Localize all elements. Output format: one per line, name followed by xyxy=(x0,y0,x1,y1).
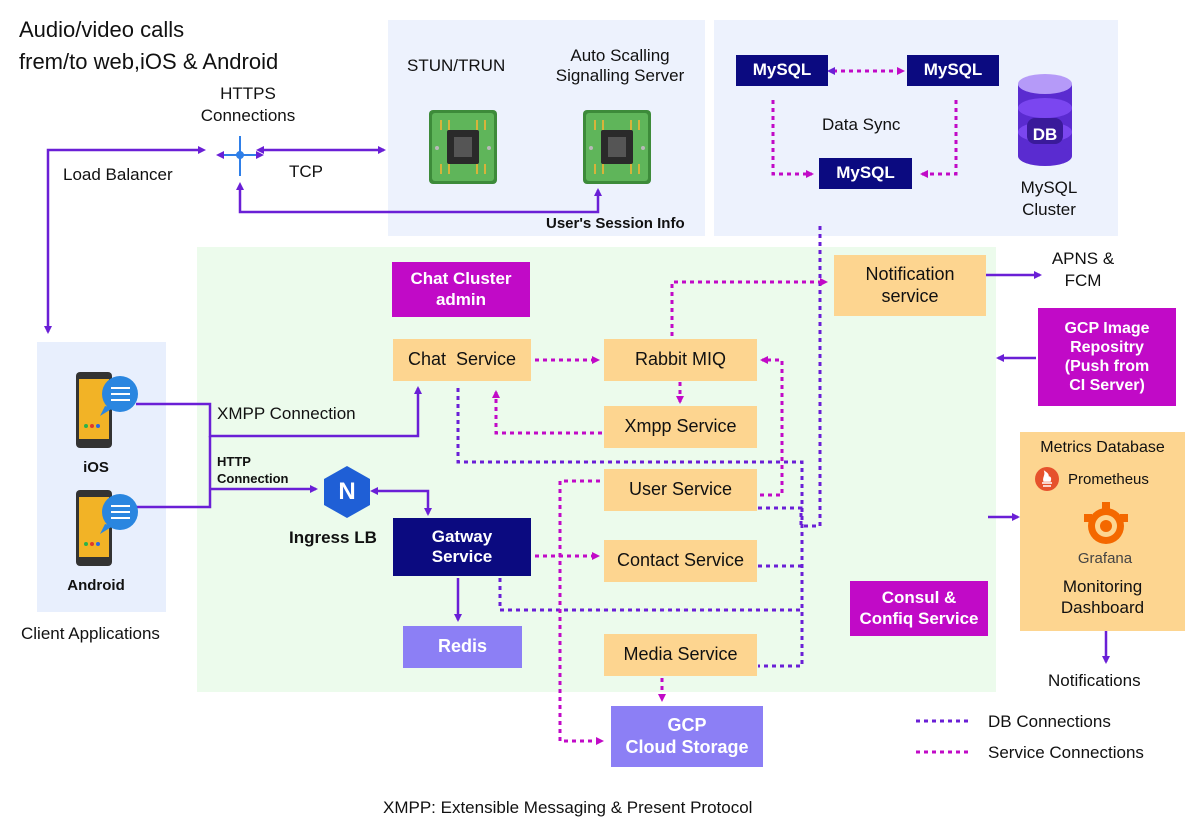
contact-service: Contact Service xyxy=(604,540,757,582)
redis-store: Redis xyxy=(403,626,522,668)
diagram-title-line1: Audio/video calls xyxy=(19,17,185,42)
android-phone-icon xyxy=(76,490,138,566)
ingress-lb-label: Ingress LB xyxy=(289,528,377,547)
apns-fcm-label: APNS & FCM xyxy=(1051,249,1115,291)
gcp-image-repository: GCP Image Repositry (Push from CI Server… xyxy=(1038,308,1176,406)
consul-config-service: Consul & Confiq Service xyxy=(850,581,988,636)
ios-phone-icon xyxy=(76,372,138,448)
http-connection-label: HTTP Connection xyxy=(217,454,289,486)
mysql-node-a: MySQL xyxy=(736,55,828,86)
grafana-icon xyxy=(1084,502,1128,544)
legend-db-connections: DB Connections xyxy=(988,712,1111,731)
db-icon-label: DB xyxy=(1032,125,1058,144)
stun-label: STUN/TRUN xyxy=(407,56,506,75)
mysql-node-b: MySQL xyxy=(907,55,999,86)
metrics-database-label: Metrics Database xyxy=(1040,439,1165,456)
signalling-server-chip-icon xyxy=(583,110,651,184)
chat-cluster-admin: Chat Cluster admin xyxy=(392,262,530,317)
gateway-service: Gatway Service xyxy=(393,518,531,576)
user-service: User Service xyxy=(604,469,757,511)
mysql-node-c: MySQL xyxy=(819,158,912,189)
load-balancer-label: Load Balancer xyxy=(63,165,173,184)
xmpp-service: Xmpp Service xyxy=(604,406,757,448)
xmpp-connection-label: XMPP Connection xyxy=(217,404,356,423)
monitoring-dashboard-label: Monitoring Dashboard xyxy=(1060,577,1145,618)
data-sync-label: Data Sync xyxy=(822,115,901,134)
chat-service: Chat Service xyxy=(393,339,531,381)
prometheus-icon xyxy=(1035,467,1059,491)
database-cylinder-icon xyxy=(1018,74,1072,166)
diagram-title-line2: frem/to web,iOS & Android xyxy=(19,49,279,74)
client-applications-label: Client Applications xyxy=(21,624,160,643)
ios-label: iOS xyxy=(83,459,109,476)
tcp-label: TCP xyxy=(289,162,323,181)
gcp-cloud-storage: GCP Cloud Storage xyxy=(611,706,763,767)
session-info-label: User's Session Info xyxy=(546,215,685,232)
legend-service-connections: Service Connections xyxy=(988,743,1144,762)
grafana-label: Grafana xyxy=(1077,550,1133,567)
footer-note: XMPP: Extensible Messaging & Present Pro… xyxy=(383,798,753,817)
stun-server-chip-icon xyxy=(429,110,497,184)
rabbit-mq-service: Rabbit MIQ xyxy=(604,339,757,381)
notification-service: Notification service xyxy=(834,255,986,316)
android-label: Android xyxy=(67,577,125,594)
https-label: HTTPS Connections xyxy=(200,84,296,126)
mysql-cluster-label: MySQL Cluster xyxy=(1020,178,1078,220)
load-balancer-icon xyxy=(216,136,264,176)
prometheus-label: Prometheus xyxy=(1068,471,1149,488)
notifications-label: Notifications xyxy=(1048,671,1141,690)
media-service: Media Service xyxy=(604,634,757,676)
signalling-label: Auto Scalling Signalling Server xyxy=(555,46,685,85)
nginx-ingress-icon xyxy=(324,466,370,518)
ingress-icon-letter: N xyxy=(338,478,356,505)
